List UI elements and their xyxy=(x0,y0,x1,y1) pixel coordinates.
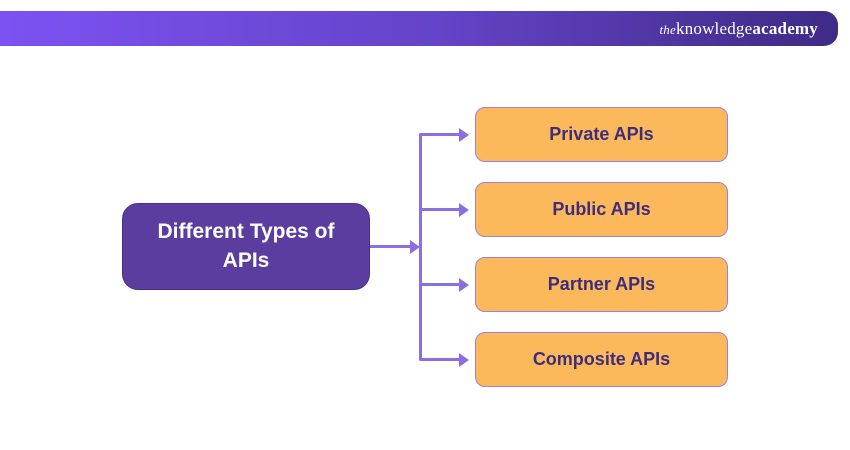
connector-branch xyxy=(420,133,460,136)
node-label: Composite APIs xyxy=(532,349,671,369)
arrowhead-icon xyxy=(459,277,469,292)
node-label: Public APIs xyxy=(552,199,651,219)
diagram-node-composite-apis: Composite APIs xyxy=(475,332,728,387)
logo-part-the: the xyxy=(659,21,676,37)
arrowhead-icon xyxy=(459,352,469,367)
connector-stem xyxy=(370,245,412,248)
connector-branch xyxy=(420,283,460,286)
connector-branch xyxy=(420,208,460,211)
node-label: Partner APIs xyxy=(547,274,656,294)
diagram-node-partner-apis: Partner APIs xyxy=(475,257,728,312)
diagram-node-public-apis: Public APIs xyxy=(475,182,728,237)
brand-banner: theknowledgeacademy xyxy=(0,11,838,46)
connector-branch xyxy=(420,358,460,361)
logo-part-academy: academy xyxy=(752,18,818,38)
logo-part-knowledge: knowledge xyxy=(675,18,753,38)
node-label: Private APIs xyxy=(549,124,654,144)
diagram-root-label: Different Types of APIs xyxy=(157,220,335,272)
diagram-node-private-apis: Private APIs xyxy=(475,107,728,162)
arrowhead-icon xyxy=(459,127,469,142)
arrowhead-icon xyxy=(459,202,469,217)
knowledge-academy-logo: theknowledgeacademy xyxy=(660,19,819,39)
connector-trunk xyxy=(419,133,422,361)
diagram-root-node: Different Types of APIs xyxy=(122,203,370,290)
arrowhead-icon xyxy=(410,239,420,254)
